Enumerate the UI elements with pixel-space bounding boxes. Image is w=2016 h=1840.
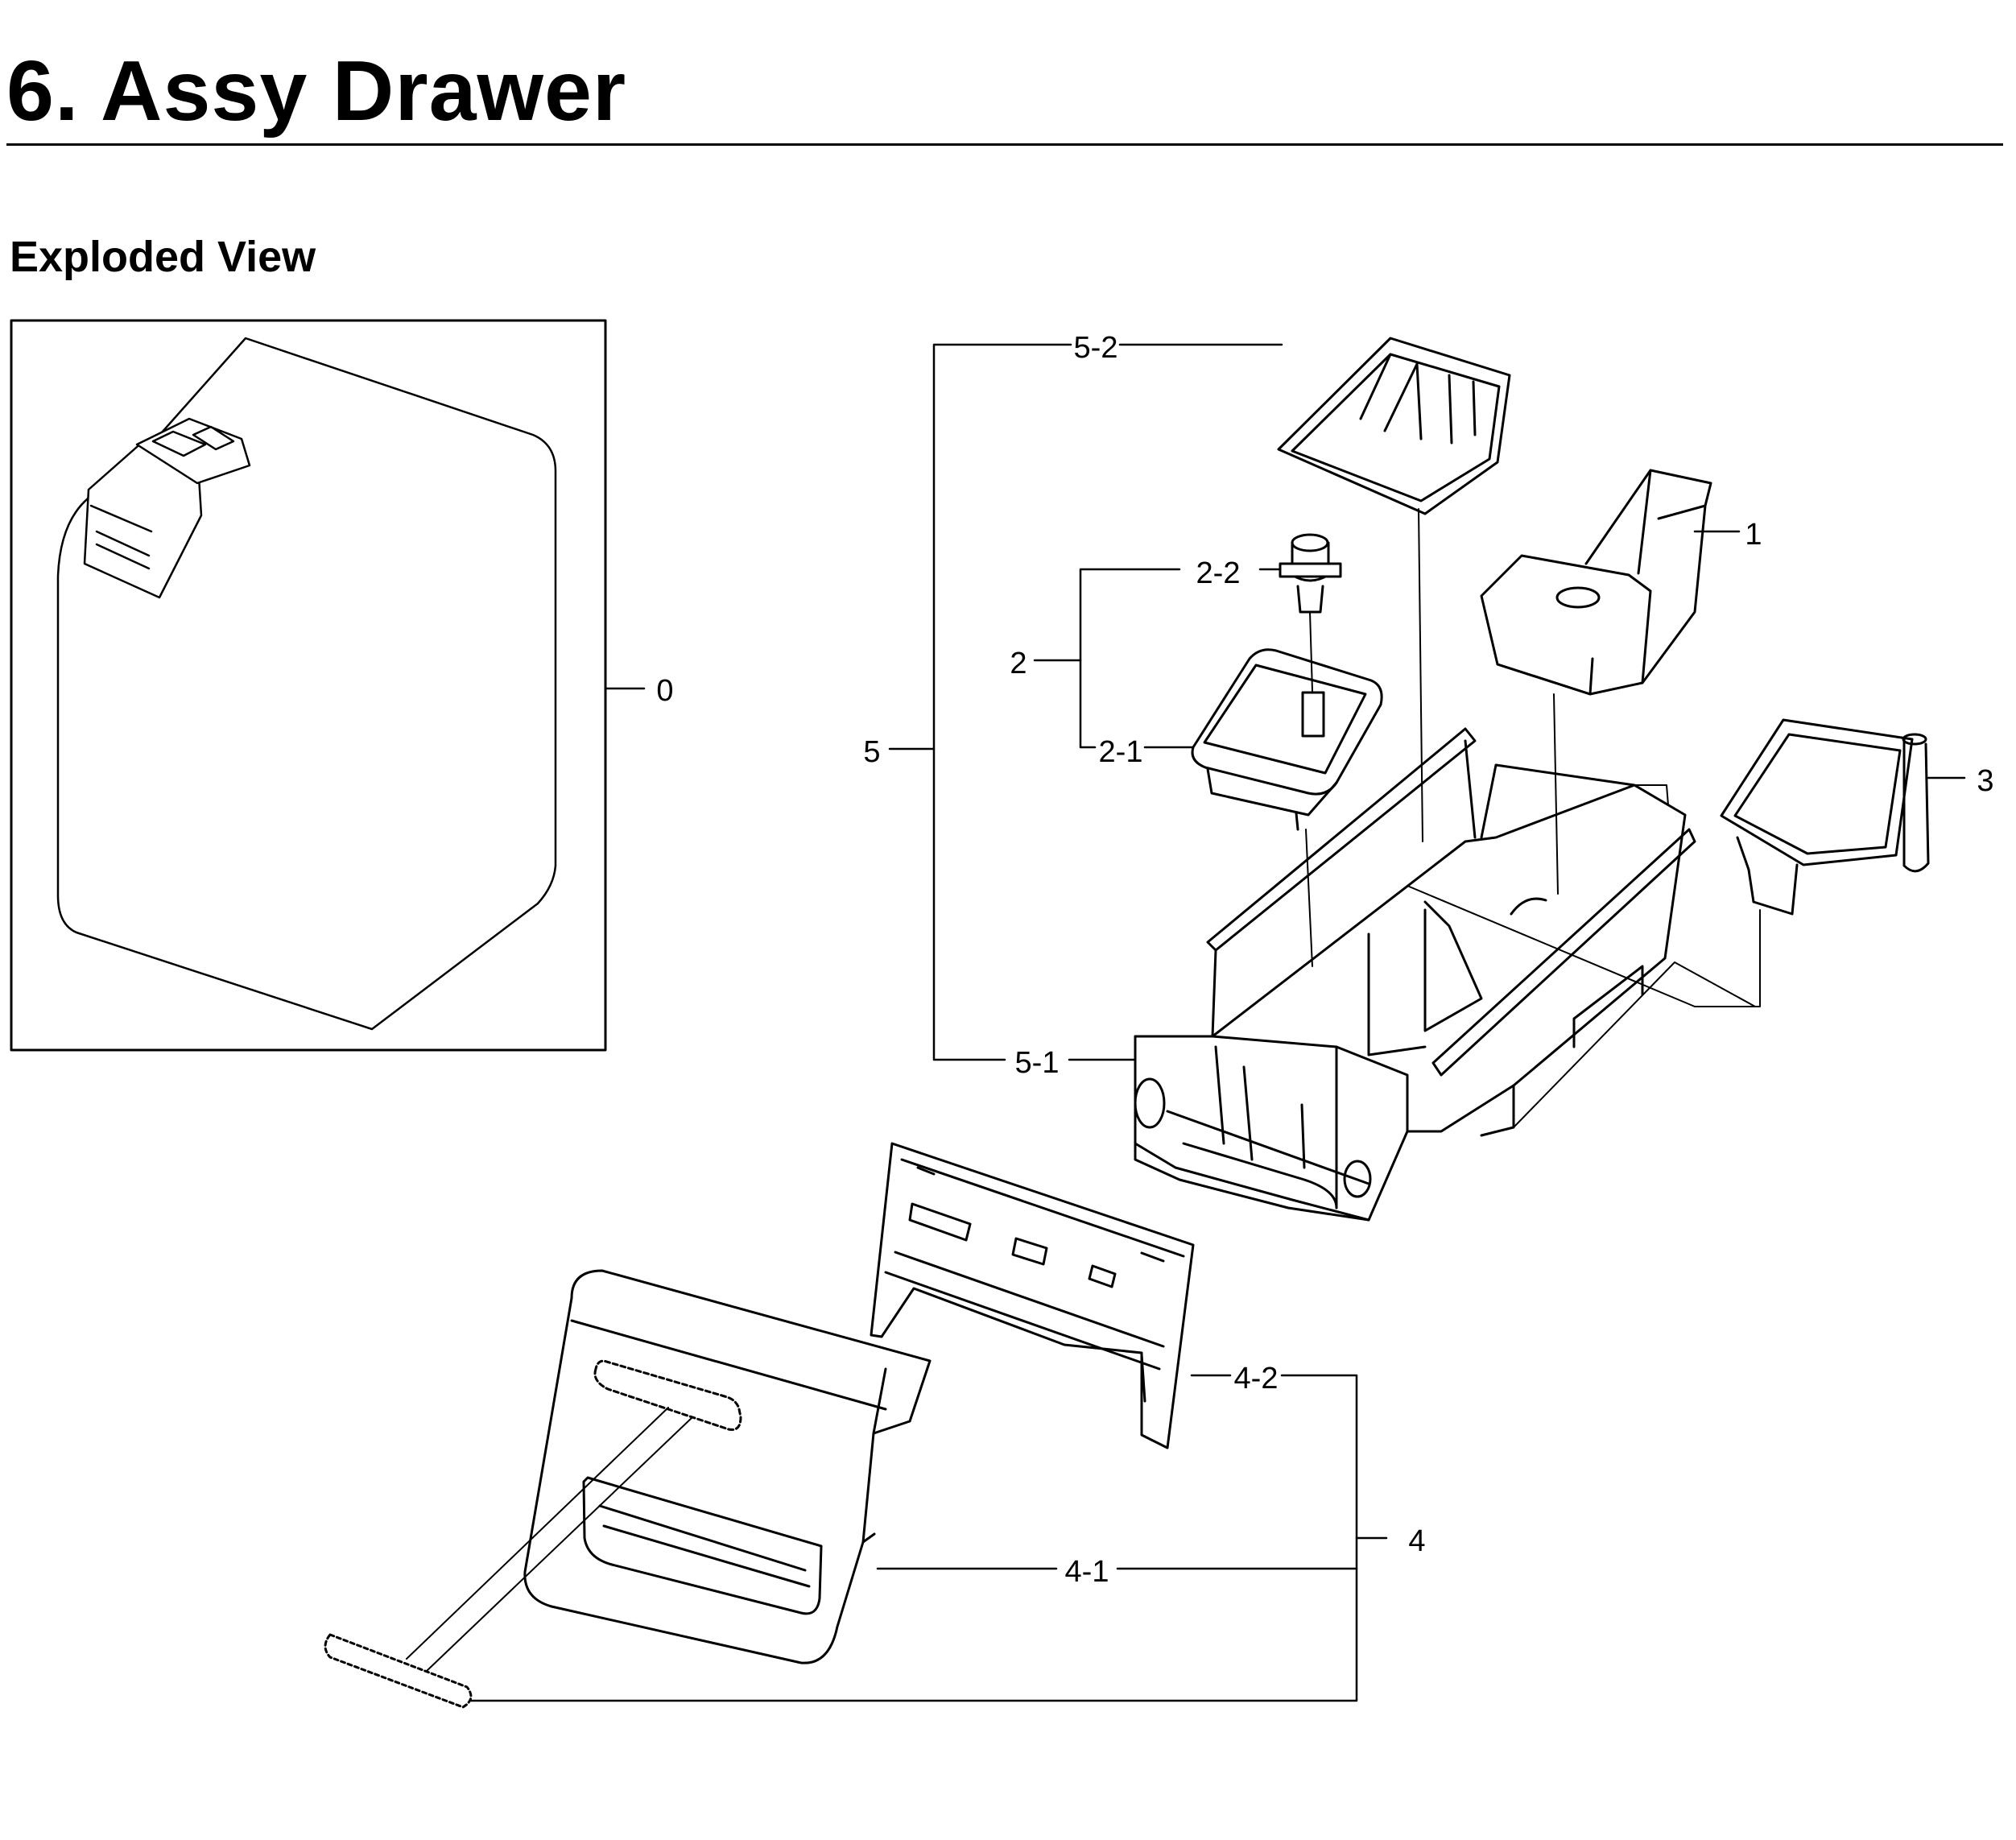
leader-lines xyxy=(406,343,1966,1702)
callout-4-2: 4-2 xyxy=(1234,1362,1279,1396)
part-0-mini-drawer xyxy=(83,417,251,599)
callout-2-1: 2-1 xyxy=(1099,735,1143,769)
inset-frame xyxy=(10,319,607,1052)
part-4-2-frame xyxy=(870,1142,1195,1449)
callout-4: 4 xyxy=(1408,1524,1425,1558)
callout-labels: 0 1 2 2-1 2-2 3 4 4-1 4-2 5 5-1 5-2 xyxy=(656,331,1993,1589)
callout-0: 0 xyxy=(656,674,673,708)
callout-5: 5 xyxy=(863,735,880,769)
callout-4-1: 4-1 xyxy=(1065,1555,1109,1589)
part-4-label-strip xyxy=(324,1633,473,1709)
part-2-1-cup xyxy=(1191,648,1383,831)
part-1-compartment xyxy=(1480,469,1712,696)
part-0-door-panel xyxy=(56,337,557,1031)
section-subtitle: Exploded View xyxy=(10,233,316,281)
page-title: 6. Assy Drawer xyxy=(6,43,627,139)
callout-2: 2 xyxy=(1010,647,1027,680)
callout-2-2: 2-2 xyxy=(1196,556,1241,590)
part-2-2-cap xyxy=(1279,533,1342,614)
part-3-compartment xyxy=(1720,718,1930,916)
callout-1: 1 xyxy=(1745,518,1762,552)
part-5-1-housing xyxy=(1134,727,1696,1222)
title-rule xyxy=(6,143,2003,146)
callout-5-1: 5-1 xyxy=(1015,1046,1060,1080)
part-5-2-tray xyxy=(1277,337,1511,515)
callout-5-2: 5-2 xyxy=(1074,331,1118,365)
callout-3: 3 xyxy=(1977,764,1993,798)
part-4-1-panel xyxy=(523,1269,932,1664)
